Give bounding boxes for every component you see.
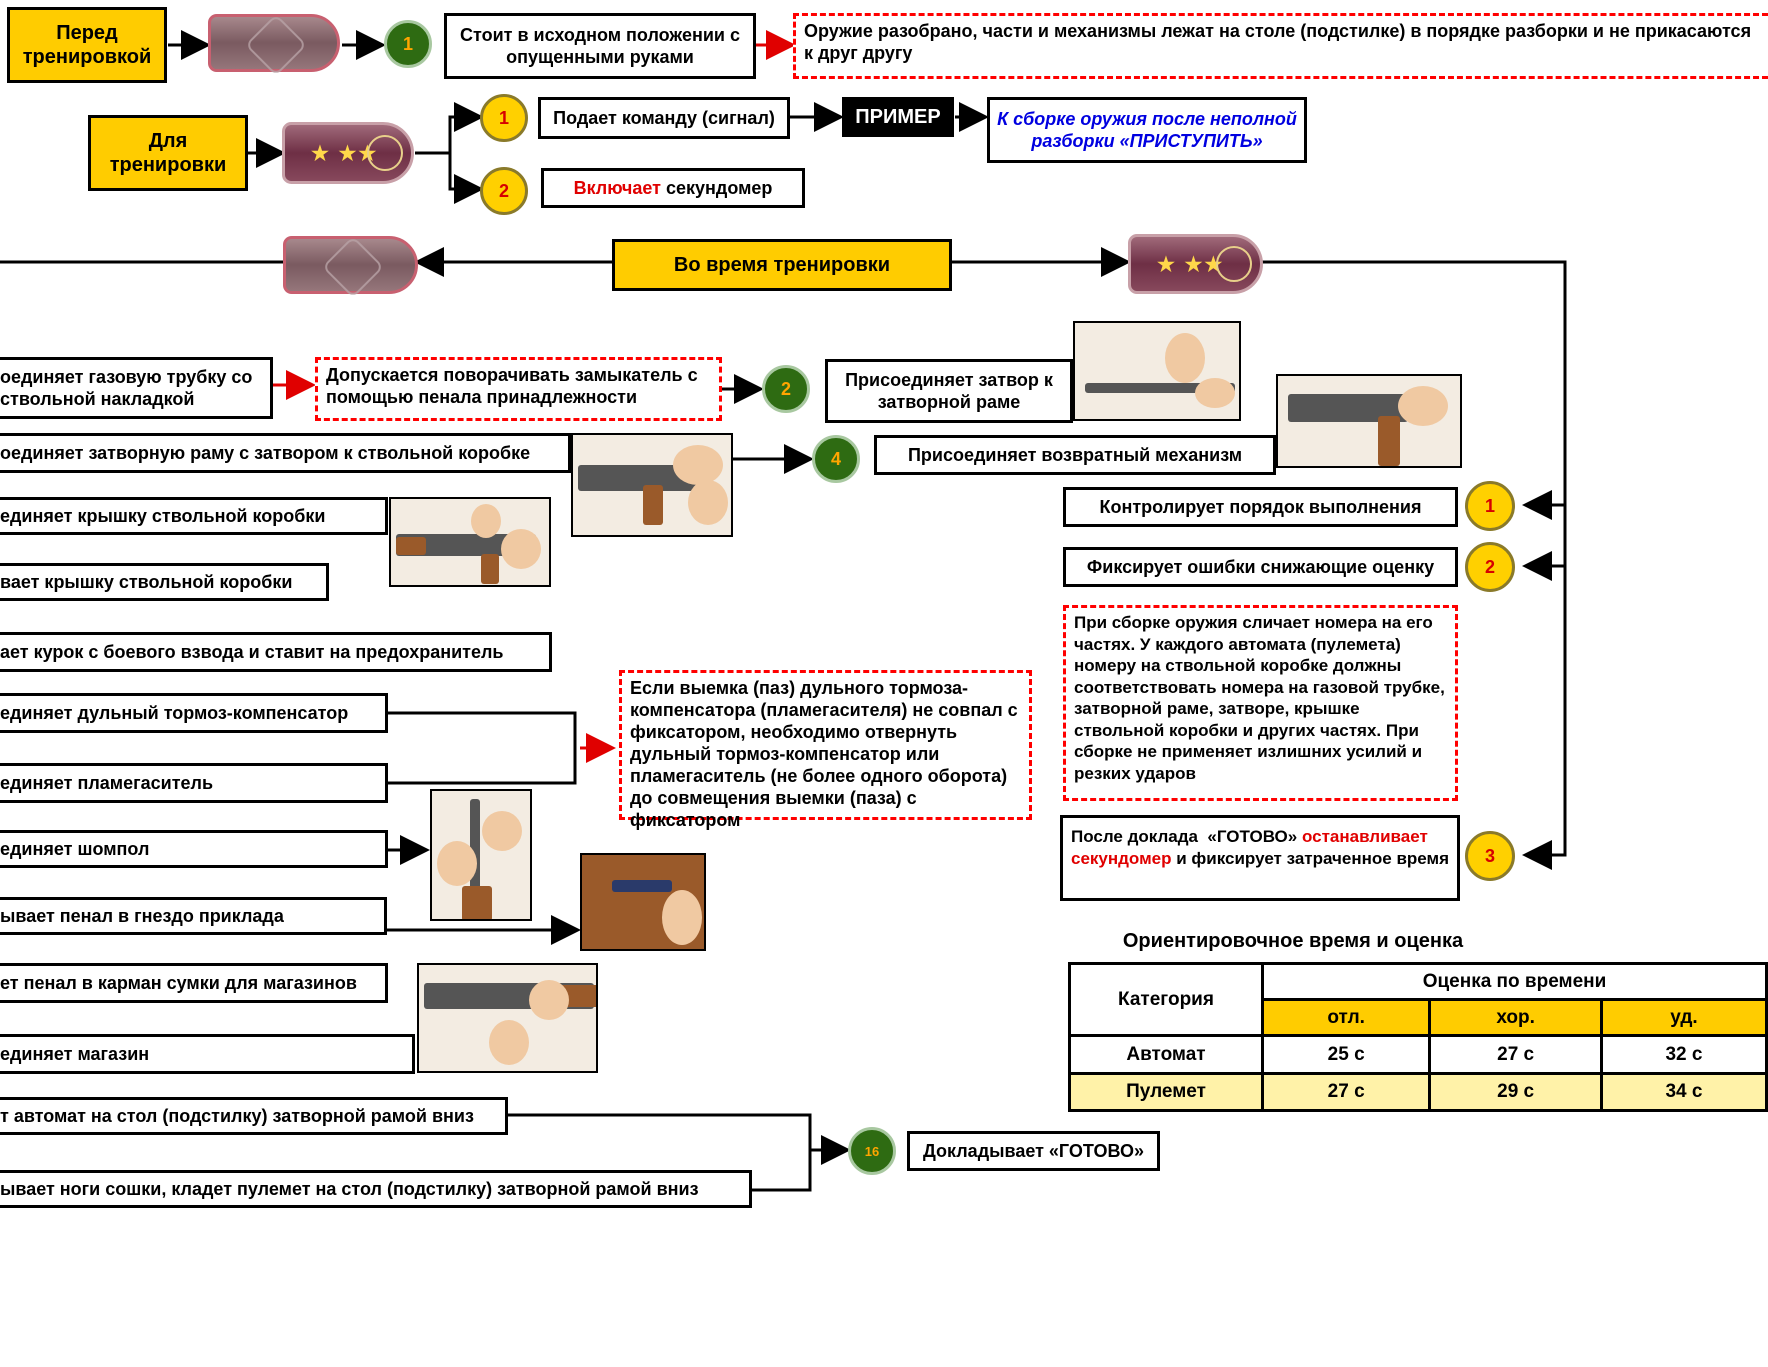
rifle-photo [417, 963, 598, 1073]
rifle-photo [430, 789, 532, 921]
step-gas-tube: оединяет газовую трубку со ствольной нак… [0, 357, 273, 419]
example-command-box: К сборке оружия после неполной разборки … [987, 97, 1307, 163]
step-number-circle: 2 [480, 167, 528, 215]
control-order-box: Контролирует порядок выполнения [1063, 487, 1458, 527]
before-training-label: Перед тренировкой [7, 7, 167, 83]
for-training-label: Для тренировки [88, 115, 248, 191]
step-attach-cover: единяет крышку ствольной коробки [0, 497, 388, 535]
step-number-circle: 2 [1465, 542, 1515, 592]
shoulder-strap-officer-icon: ★ ★★ [282, 122, 414, 184]
shoulder-strap-private-icon [208, 13, 340, 77]
check-numbers-note: При сборке оружия сличает номера на его … [1063, 605, 1458, 801]
step-release-trigger: ает курок с боевого взвода и ставит на п… [0, 632, 552, 672]
table-title: Ориентировочное время и оценка [1122, 930, 1464, 952]
step-magazine: единяет магазин [0, 1034, 415, 1074]
example-badge: ПРИМЕР [842, 97, 954, 137]
table-header-excellent: отл. [1260, 998, 1432, 1038]
rifle-photo [571, 433, 733, 537]
stars-icon: ★ ★★ [311, 142, 379, 165]
step-pencil-case: ывает пенал в гнездо приклада [0, 897, 387, 935]
step-flash-hider: единяет пламегаситель [0, 763, 388, 803]
step-number-circle: 1 [480, 94, 528, 142]
step-mg-on-table: ывает ноги сошки, кладет пулемет на стол… [0, 1170, 752, 1208]
step-attach-bolt: Присоединяет затвор к затворной раме [825, 359, 1073, 423]
step-muzzle-brake: единяет дульный тормоз-компенсатор [0, 693, 388, 733]
step-number-circle: 16 [848, 1127, 896, 1175]
muzzle-brake-note: Если выемка (паз) дульного тормоза-компе… [619, 670, 1032, 830]
latch-note: Допускается поворачивать замыкатель с по… [315, 357, 722, 421]
rifle-photo [1073, 321, 1241, 421]
step-number-circle: 4 [812, 435, 860, 483]
step-bolt-carrier: оединяет затворную раму с затвором к ств… [0, 433, 571, 473]
rifle-photo [1276, 374, 1462, 468]
step-cleaning-rod: единяет шомпол [0, 830, 388, 868]
table-header-good: хор. [1428, 998, 1603, 1038]
rifle-photo [580, 853, 706, 951]
during-training-label: Во время тренировки [612, 239, 952, 291]
table-header-satisfactory: уд. [1599, 998, 1768, 1038]
step-number-circle: 1 [384, 20, 432, 68]
weapon-disassembled-note: Оружие разобрано, части и механизмы лежа… [793, 13, 1768, 79]
rifle-photo [389, 497, 551, 587]
shoulder-strap-officer-icon: ★ ★★ [1128, 234, 1263, 294]
grade-table: Категория Оценка по времени отл. хор. уд… [1068, 961, 1768, 1113]
shoulder-strap-private-icon [283, 235, 418, 299]
stand-initial-box: Стоит в исходном положении с опущенными … [444, 13, 756, 79]
give-command-box: Подает команду (сигнал) [538, 97, 790, 139]
stop-stopwatch-box: После доклада «ГОТОВО» останавливает сек… [1060, 815, 1460, 901]
stars-icon: ★ ★★ [1157, 253, 1225, 276]
report-ready-box: Докладывает «ГОТОВО» [907, 1131, 1160, 1171]
step-pouch: ет пенал в карман сумки для магазинов [0, 963, 388, 1003]
table-row: Пулемет 27 с 29 с 34 с [1068, 1071, 1768, 1113]
step-close-cover: вает крышку ствольной коробки [0, 563, 329, 601]
table-row: Автомат 25 с 27 с 32 с [1068, 1034, 1768, 1075]
table-header-grade: Оценка по времени [1261, 961, 1768, 1002]
table-header-category: Категория [1068, 961, 1264, 1038]
step-rifle-on-table: т автомат на стол (подстилку) затворной … [0, 1097, 508, 1135]
step-number-circle: 2 [762, 365, 810, 413]
step-return-mechanism: Присоединяет возвратный механизм [874, 435, 1276, 475]
record-errors-box: Фиксирует ошибки снижающие оценку [1063, 547, 1458, 587]
step-number-circle: 1 [1465, 481, 1515, 531]
step-number-circle: 3 [1465, 831, 1515, 881]
start-stopwatch-box: Включает секундомер [541, 168, 805, 208]
